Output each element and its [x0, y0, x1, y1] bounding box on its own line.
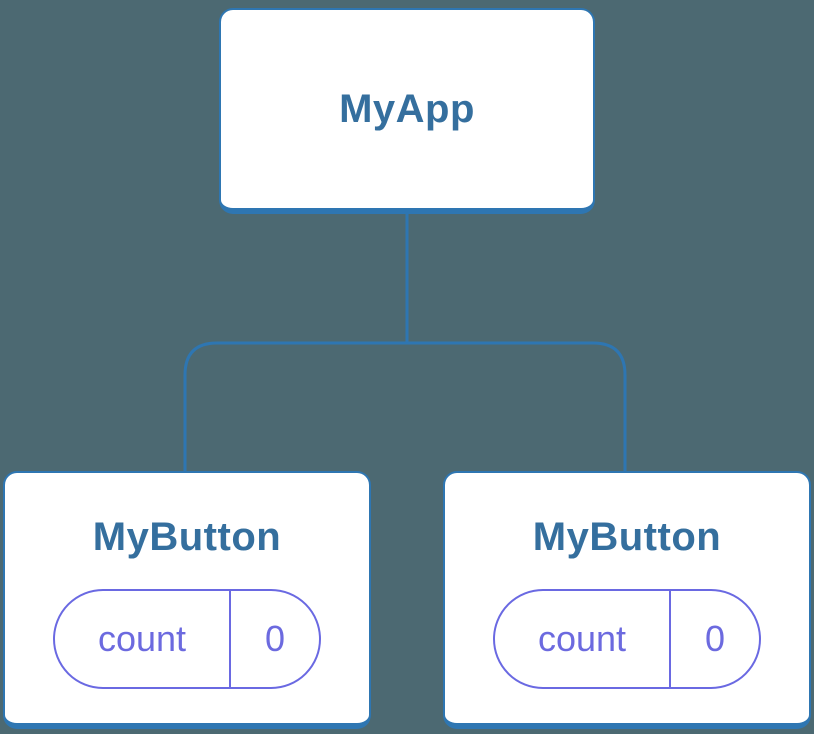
state-value: 0: [264, 618, 286, 659]
state-value: 0: [704, 618, 726, 659]
state-pill: count 0: [493, 589, 761, 689]
tree-node-child-left: MyButton count 0: [3, 471, 371, 729]
tree-node-child-right: MyButton count 0: [443, 471, 811, 729]
child-node-label: MyButton: [532, 515, 722, 559]
children-bracket-line: [183, 341, 627, 473]
state-name: count: [495, 591, 671, 687]
root-node-label: MyApp: [339, 86, 475, 131]
state-name: count: [55, 591, 231, 687]
child-node-label: MyButton: [92, 515, 282, 559]
state-pill: count 0: [53, 589, 321, 689]
tree-node-root: MyApp: [219, 8, 595, 214]
